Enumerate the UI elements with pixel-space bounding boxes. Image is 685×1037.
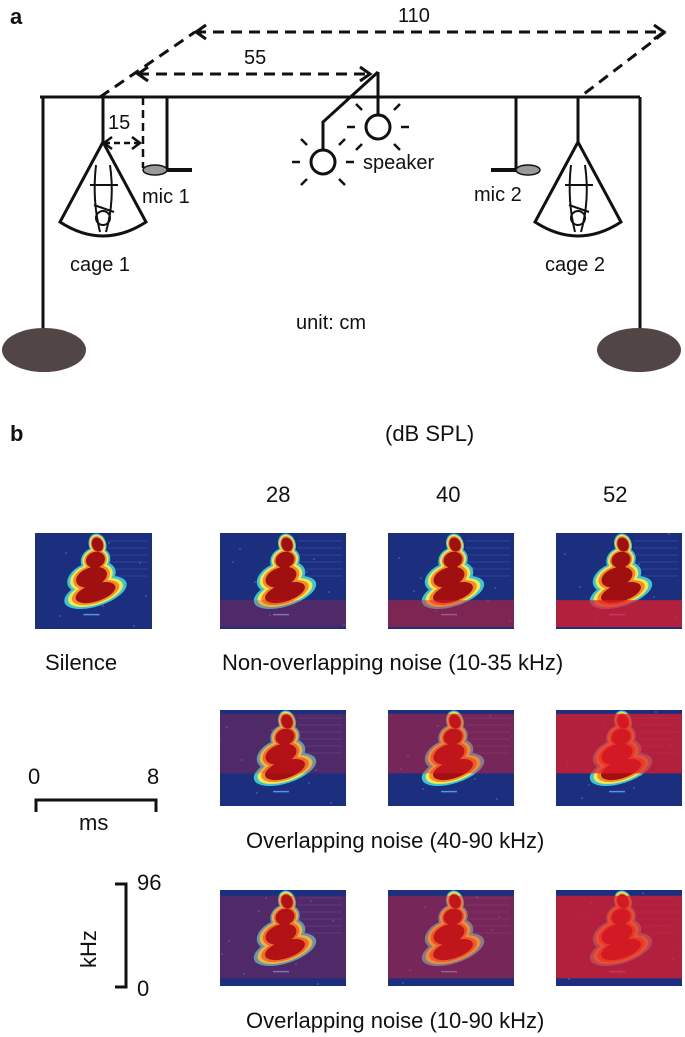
speaker-label: speaker bbox=[363, 152, 435, 174]
row-1-label: Non-overlapping noise (10-35 kHz) bbox=[222, 650, 564, 675]
time-scale-bar bbox=[34, 798, 158, 812]
cage-1-label: cage 1 bbox=[70, 254, 131, 276]
dimension-55: 55 bbox=[244, 47, 267, 69]
spectrogram-image bbox=[556, 710, 682, 806]
spectrogram-row2-52 bbox=[556, 710, 682, 806]
spectrogram-row1-28 bbox=[220, 533, 346, 629]
mic-2 bbox=[515, 164, 541, 176]
left-foot bbox=[2, 328, 86, 372]
freq-scale-top: 96 bbox=[137, 870, 162, 895]
dimension-110: 110 bbox=[398, 5, 430, 27]
level-28: 28 bbox=[266, 482, 291, 507]
spectrogram-image bbox=[35, 533, 152, 629]
spectrogram-silence bbox=[35, 533, 152, 629]
spectrogram-image bbox=[556, 533, 682, 629]
spectrogram-image bbox=[388, 890, 514, 986]
spectrogram-image bbox=[220, 890, 346, 986]
spectrogram-row1-52 bbox=[556, 533, 682, 629]
level-52: 52 bbox=[603, 482, 628, 507]
setup-diagram bbox=[2, 23, 681, 372]
level-unit: (dB SPL) bbox=[385, 421, 475, 446]
time-scale-end: 8 bbox=[147, 764, 160, 789]
spectrogram-image bbox=[388, 533, 514, 629]
row-3-label: Overlapping noise (10-90 kHz) bbox=[246, 1008, 545, 1033]
panel-b-label: b bbox=[10, 421, 24, 446]
cage-2-label: cage 2 bbox=[545, 254, 606, 276]
spectrogram-row2-28 bbox=[220, 710, 346, 806]
time-scale-unit: ms bbox=[79, 810, 109, 835]
freq-scale-bar bbox=[115, 882, 128, 989]
mic-2-label: mic 2 bbox=[474, 184, 522, 206]
mic-1-label: mic 1 bbox=[142, 186, 190, 208]
panel-a-label: a bbox=[10, 4, 23, 29]
right-foot bbox=[597, 328, 681, 372]
freq-scale-bottom: 0 bbox=[137, 976, 150, 1001]
spectrogram-row3-40 bbox=[388, 890, 514, 986]
level-40: 40 bbox=[436, 482, 461, 507]
mic-1 bbox=[142, 164, 168, 176]
spectrogram-row1-40 bbox=[388, 533, 514, 629]
spectrogram-image bbox=[220, 710, 346, 806]
spectrogram-image bbox=[556, 890, 682, 986]
spectrogram-row2-40 bbox=[388, 710, 514, 806]
time-scale-start: 0 bbox=[28, 764, 41, 789]
cage-1 bbox=[58, 138, 148, 238]
cage-2 bbox=[533, 138, 623, 238]
unit-label: unit: cm bbox=[296, 312, 367, 334]
row-2-label: Overlapping noise (40-90 kHz) bbox=[246, 828, 545, 853]
freq-scale-unit: kHz bbox=[76, 930, 101, 968]
silence-label: Silence bbox=[45, 650, 118, 675]
spectrogram-row3-52 bbox=[556, 890, 682, 986]
spectrogram-row3-28 bbox=[220, 890, 346, 986]
speaker-1 bbox=[309, 148, 337, 176]
spectrogram-image bbox=[220, 533, 346, 629]
spectrogram-image bbox=[388, 710, 514, 806]
speaker-2 bbox=[364, 113, 392, 141]
dimension-15: 15 bbox=[108, 112, 131, 134]
